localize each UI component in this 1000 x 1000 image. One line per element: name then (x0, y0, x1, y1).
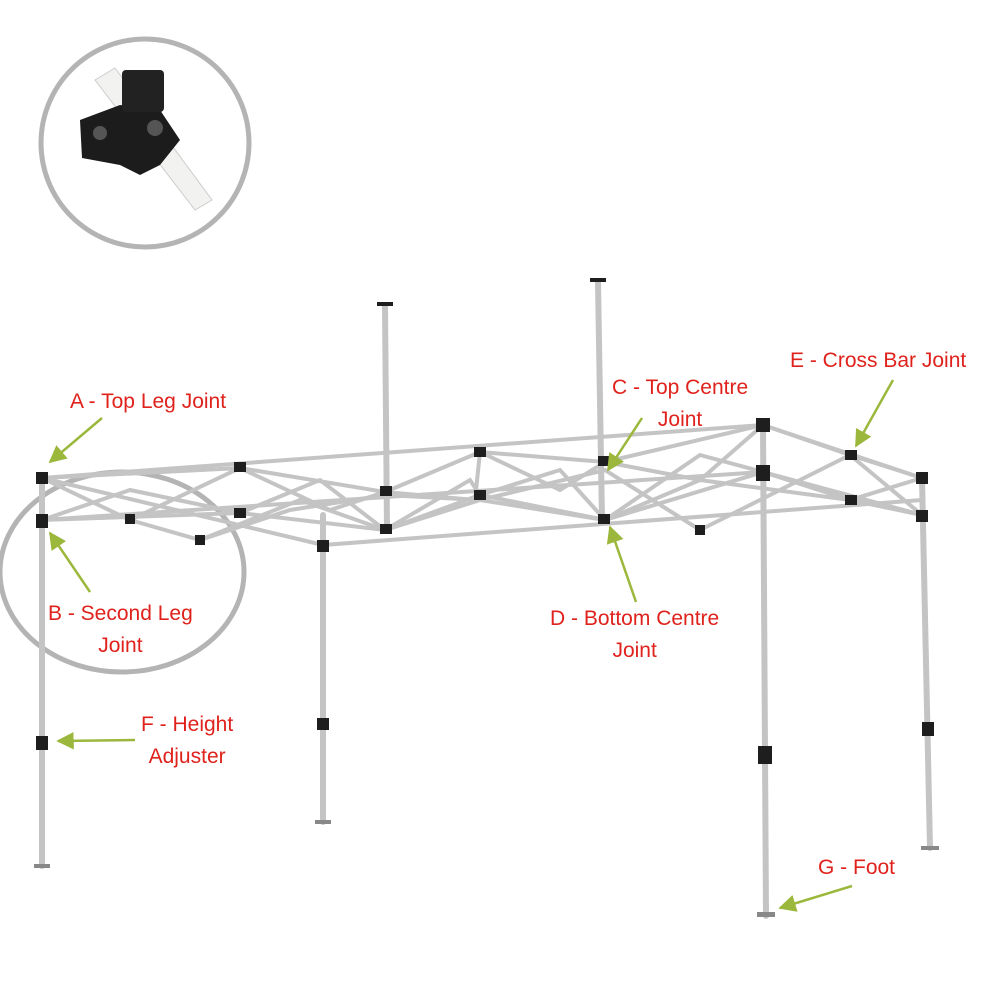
label-a-top-leg-joint: A - Top Leg Joint (70, 386, 226, 418)
joints (34, 278, 939, 917)
label-g-foot: G - Foot (818, 852, 895, 884)
label-text: C - Top Centre (612, 376, 749, 399)
label-text: F - Height (141, 713, 234, 736)
joint-closeup-inset (38, 36, 252, 250)
label-text: E - Cross Bar Joint (790, 349, 967, 372)
label-text: Joint (98, 634, 143, 657)
arrow-b (48, 531, 92, 593)
label-text: A - Top Leg Joint (70, 390, 227, 413)
label-text: G - Foot (818, 856, 896, 879)
label-text: D - Bottom Centre (550, 607, 720, 630)
label-text: Joint (612, 639, 657, 662)
arrow-e (854, 379, 895, 448)
label-e-cross-bar-joint: E - Cross Bar Joint (790, 345, 966, 377)
arrow-g (778, 884, 853, 912)
label-text: Joint (657, 408, 703, 431)
arrow-c (606, 417, 644, 472)
arrow-a (48, 417, 103, 464)
label-text: B - Second Leg (48, 602, 193, 625)
label-text: Adjuster (148, 745, 226, 768)
callout-arrows (48, 379, 895, 912)
arrow-d (606, 525, 638, 603)
arrow-f (56, 732, 136, 750)
